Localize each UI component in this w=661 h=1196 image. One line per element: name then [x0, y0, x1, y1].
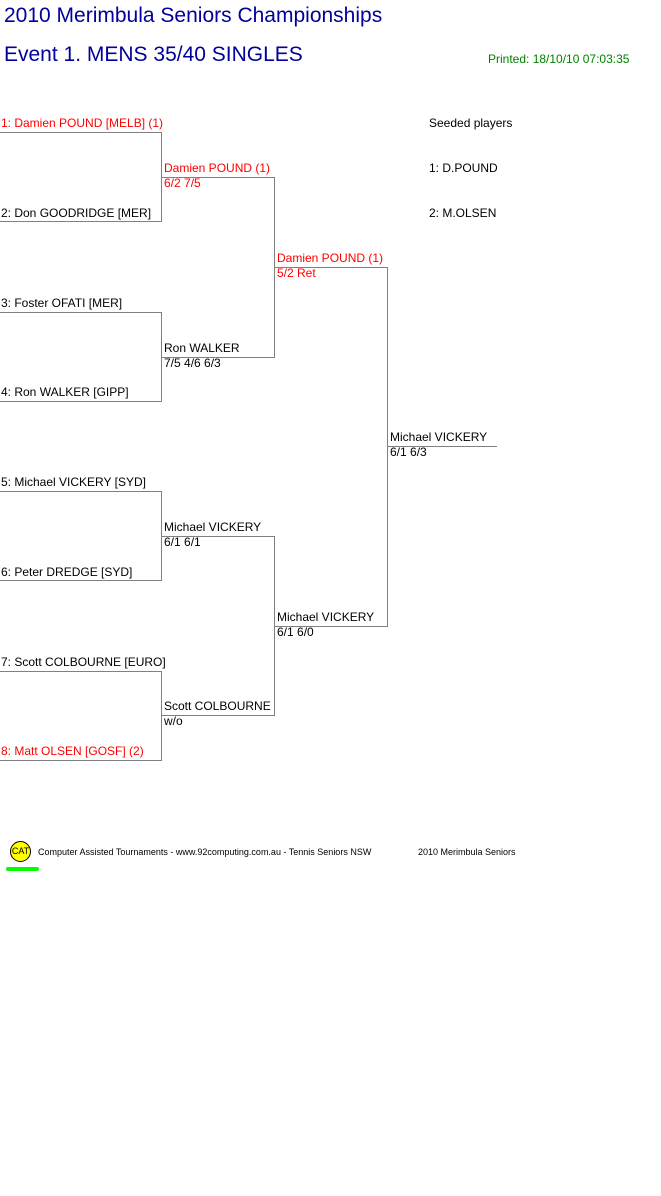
bracket-line [0, 312, 161, 313]
bracket-line [0, 491, 161, 492]
r2-winner-3: Michael VICKERY [164, 520, 262, 534]
bracket-line [274, 267, 387, 268]
bracket-line [161, 536, 274, 537]
seed-2: 2: M.OLSEN [429, 206, 497, 220]
bracket-line [0, 221, 161, 222]
footer-credit: Computer Assisted Tournaments - www.92co… [38, 847, 372, 857]
footer-event: 2010 Merimbula Seniors [418, 847, 516, 857]
page-title: 2010 Merimbula Seniors Championships [4, 4, 383, 27]
logo-underline [6, 867, 39, 871]
r3-score-1: 5/2 Ret [277, 266, 316, 280]
player-8: 8: Matt OLSEN [GOSF] (2) [1, 744, 144, 758]
bracket-line [161, 671, 162, 761]
player-1: 1: Damien POUND [MELB] (1) [1, 116, 164, 130]
bracket-line [161, 177, 274, 178]
bracket-line [161, 357, 274, 358]
r2-score-4: w/o [164, 714, 183, 728]
event-title: Event 1. MENS 35/40 SINGLES [4, 43, 303, 66]
r3-score-2: 6/1 6/0 [277, 625, 314, 639]
r2-winner-2: Ron WALKER [164, 341, 240, 355]
player-2: 2: Don GOODRIDGE [MER] [1, 206, 152, 220]
player-5: 5: Michael VICKERY [SYD] [1, 475, 146, 489]
bracket-line [274, 626, 387, 627]
cat-logo: CAT [10, 841, 31, 862]
player-4: 4: Ron WALKER [GIPP] [1, 385, 129, 399]
r3-winner-1: Damien POUND (1) [277, 251, 384, 265]
seeded-heading: Seeded players [429, 116, 513, 130]
r2-winner-1: Damien POUND (1) [164, 161, 271, 175]
bracket-line [387, 446, 497, 447]
bracket-line [0, 132, 161, 133]
bracket-line [0, 760, 161, 761]
champion-name: Michael VICKERY [390, 430, 488, 444]
r2-score-2: 7/5 4/6 6/3 [164, 356, 221, 370]
player-3: 3: Foster OFATI [MER] [1, 296, 123, 310]
r3-winner-2: Michael VICKERY [277, 610, 375, 624]
final-score: 6/1 6/3 [390, 445, 427, 459]
r2-score-3: 6/1 6/1 [164, 535, 201, 549]
bracket-line [0, 580, 161, 581]
bracket-line [161, 715, 274, 716]
bracket-line [387, 267, 388, 627]
player-7: 7: Scott COLBOURNE [EURO] [1, 655, 166, 669]
r2-winner-4: Scott COLBOURNE [164, 699, 271, 713]
bracket-line [0, 671, 161, 672]
player-6: 6: Peter DREDGE [SYD] [1, 565, 133, 579]
printed-timestamp: Printed: 18/10/10 07:03:35 [488, 52, 630, 66]
seed-1: 1: D.POUND [429, 161, 498, 175]
bracket-line [0, 401, 161, 402]
r2-score-1: 6/2 7/5 [164, 176, 201, 190]
